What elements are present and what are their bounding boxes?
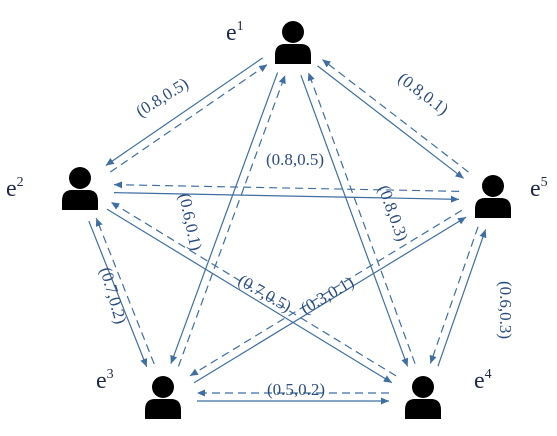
arrow-e2-to-e3 bbox=[88, 220, 148, 368]
arrow-e5-to-e1 bbox=[322, 59, 469, 173]
edge-label-e2-e4: (0.7,0.5) bbox=[235, 270, 295, 315]
node-label-e2: e2 bbox=[6, 175, 24, 202]
user-icon bbox=[145, 376, 181, 419]
edge-label-e1-e2: (0.8,0.5) bbox=[132, 74, 191, 121]
edge-label-e2-e5: (0.8,0.5) bbox=[266, 150, 324, 169]
edge-label-e2-e3: (0.7,0.2) bbox=[96, 265, 130, 326]
nodes-layer: e1 e2 e3 e4 e5 bbox=[6, 19, 548, 419]
node-label-e5: e5 bbox=[530, 175, 548, 202]
user-icon bbox=[62, 167, 98, 210]
arrow-e3-to-e5 bbox=[193, 216, 467, 384]
edge-labels-layer: (0.8,0.5) (0.8,0.1) (0.8,0.5) (0.6,0.1) … bbox=[96, 69, 515, 399]
arrow-e1-to-e4 bbox=[300, 75, 409, 367]
arrow-e1-to-e3 bbox=[170, 72, 279, 364]
arrow-e2-to-e4 bbox=[106, 208, 393, 384]
arrow-e5-to-e2 bbox=[114, 181, 460, 192]
edges-layer bbox=[88, 57, 487, 405]
node-label-e1: e1 bbox=[226, 19, 244, 46]
arrow-e4-to-e5 bbox=[437, 229, 487, 367]
edge-label-e1-e5: (0.8,0.1) bbox=[394, 69, 452, 119]
arrow-e1-to-e5 bbox=[317, 65, 464, 179]
edge-label-e4-e5: (0.6,0.3) bbox=[496, 281, 515, 339]
user-icon bbox=[275, 21, 311, 64]
node-label-e4: e4 bbox=[474, 367, 492, 394]
arrow-e5-to-e4 bbox=[429, 226, 479, 364]
user-icon bbox=[405, 376, 441, 419]
edge-label-e1-e3: (0.6,0.1) bbox=[175, 191, 206, 252]
arrow-e2-to-e5 bbox=[113, 192, 459, 203]
edge-label-e3-e5: (0.3,0.1) bbox=[297, 272, 357, 317]
arrow-e2-to-e1 bbox=[109, 64, 268, 173]
arrow-e5-to-e3 bbox=[189, 209, 463, 377]
edge-label-e3-e4: (0.5,0.2) bbox=[267, 380, 325, 399]
user-icon bbox=[475, 175, 511, 218]
edge-label-e1-e4: (0.8,0.3) bbox=[374, 183, 412, 244]
node-label-e3: e3 bbox=[96, 367, 114, 394]
arrow-e1-to-e2 bbox=[105, 57, 264, 166]
arrow-e4-to-e2 bbox=[110, 201, 397, 377]
arrow-e3-to-e2 bbox=[95, 217, 155, 365]
